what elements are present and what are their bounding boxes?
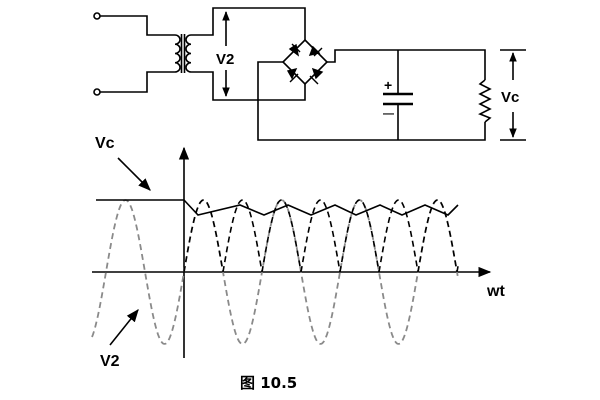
v2-sine-wave — [91, 199, 459, 345]
load-resistor — [478, 79, 492, 123]
vc-load-label: Vc — [501, 89, 519, 106]
capacitor-minus-sign: — — [383, 108, 394, 120]
rectified-wave-peaks — [183, 199, 459, 273]
vc-output-ripple — [96, 199, 459, 216]
primary-lead-top — [100, 15, 175, 36]
diode-top-left — [288, 43, 301, 57]
time-axis-label: wt — [486, 283, 505, 300]
v2-transformer-label: V2 — [216, 51, 234, 68]
diode-bottom-right — [309, 67, 324, 85]
bridge-output-negative — [257, 61, 486, 141]
input-terminal-top — [93, 12, 101, 20]
bridge-diodes — [286, 43, 324, 85]
figure-caption: 图 10.5 — [240, 374, 297, 392]
diode-top-right — [308, 45, 323, 57]
primary-lead-bottom — [100, 71, 175, 93]
diode-bottom-left — [286, 67, 299, 83]
bridge-output-positive — [327, 49, 486, 80]
capacitor-plus-sign: + — [384, 77, 392, 93]
waveform-plot — [91, 146, 492, 358]
bridge-rectifier — [281, 38, 329, 86]
vc-waveform-label: Vc — [95, 135, 115, 152]
secondary-coil — [185, 34, 192, 73]
primary-coil — [174, 34, 181, 73]
v2-callout-arrow — [109, 309, 139, 346]
secondary-lead-bottom — [191, 71, 306, 101]
vc-callout-arrow — [117, 157, 151, 191]
circuit-diagram — [93, 7, 526, 141]
input-terminal-bottom — [93, 88, 101, 96]
secondary-lead-top — [191, 7, 306, 40]
v2-waveform-label: V2 — [100, 353, 120, 370]
